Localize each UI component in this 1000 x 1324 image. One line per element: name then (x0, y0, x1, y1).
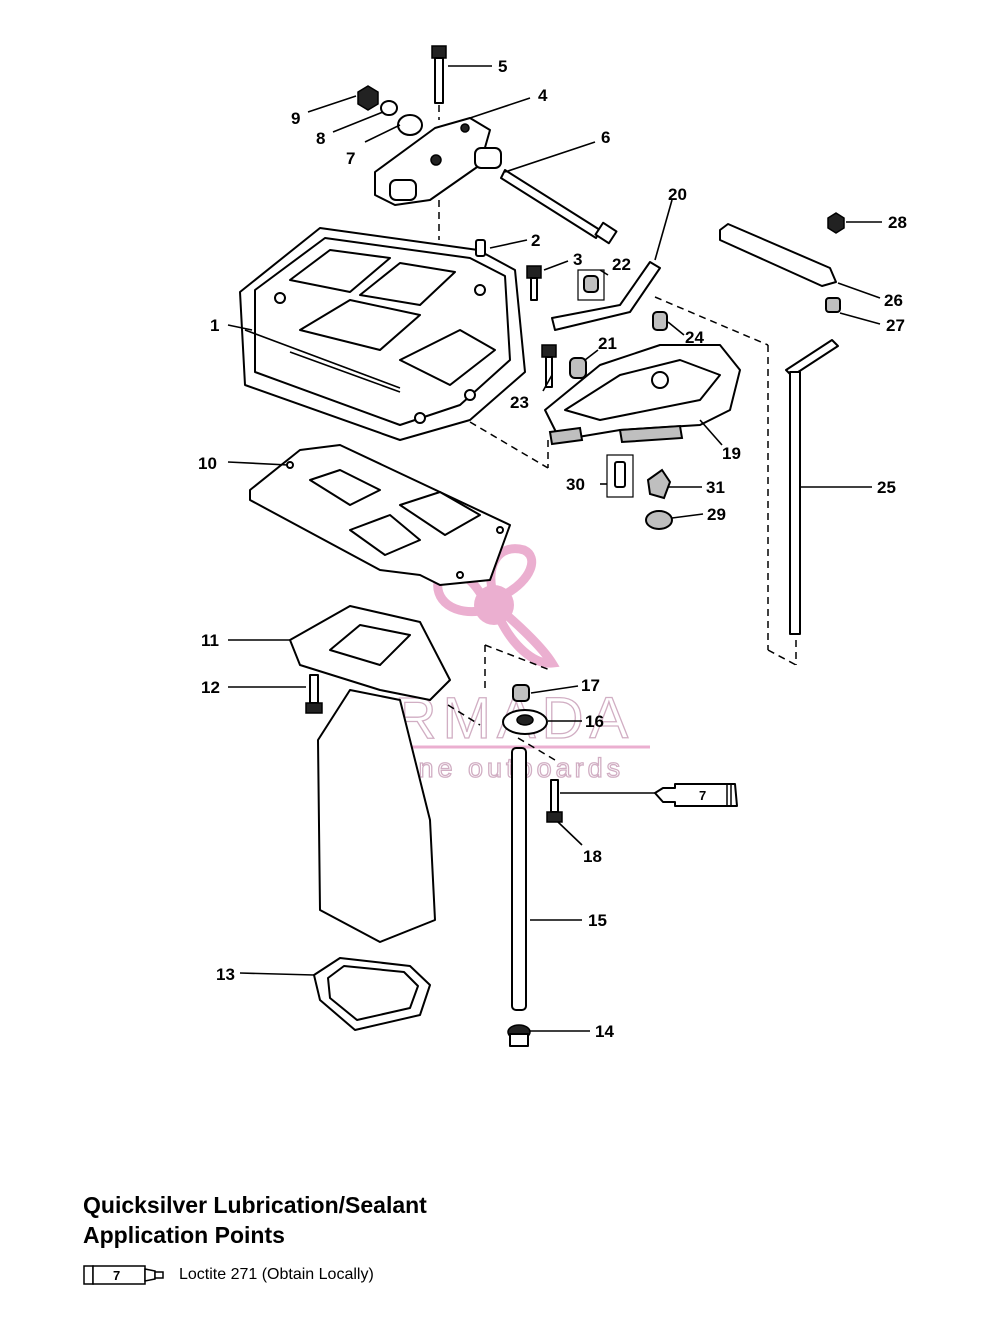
assembly-lines (438, 200, 797, 761)
part-30-screw (606, 454, 634, 498)
part-25-shift-rod (785, 339, 839, 635)
legend-title-line2: Application Points (83, 1222, 285, 1248)
part-1-adapter-plate (239, 227, 526, 441)
part-17-bushing (512, 684, 530, 702)
part-23-screw (541, 344, 557, 388)
callout-6: 6 (601, 128, 610, 147)
callout-30: 30 (566, 475, 585, 494)
part-10-gasket (249, 444, 511, 586)
part-19-shift-bracket (544, 344, 741, 446)
callout-1: 1 (210, 316, 219, 335)
legend-title-line1: Quicksilver Lubrication/Sealant (83, 1192, 427, 1218)
callout-19: 19 (722, 444, 741, 463)
callout-16: 16 (585, 712, 604, 731)
legend-row: 7 Loctite 271 (Obtain Locally) (83, 1262, 374, 1288)
part-14-grommet (507, 1024, 531, 1047)
callout-numbers: 1 2 3 4 5 6 7 8 9 10 11 12 13 14 15 16 1… (198, 57, 907, 1041)
callout-11: 11 (201, 631, 219, 650)
part-15-tube (511, 747, 527, 1011)
callout-8: 8 (316, 129, 325, 148)
part-24-pin (652, 311, 668, 331)
leader-lines (227, 65, 882, 1032)
callout-14: 14 (595, 1022, 614, 1041)
part-28-nut (827, 212, 845, 234)
part-18-screw (546, 779, 563, 823)
callout-31: 31 (706, 478, 725, 497)
callout-26: 26 (884, 291, 903, 310)
legend-text: Loctite 271 (Obtain Locally) (179, 1266, 374, 1283)
legend-tube-number: 7 (113, 1268, 120, 1283)
part-20-guide (551, 261, 661, 331)
part-6-long-bolt (500, 169, 618, 245)
part-11-driveshaft-housing (289, 605, 451, 943)
callout-21: 21 (598, 334, 617, 353)
part-2-dowel (475, 239, 486, 257)
callout-5: 5 (498, 57, 507, 76)
part-16-plate (502, 709, 548, 735)
sealant-tube-icon: 7 (654, 783, 738, 807)
part-26-shift-lever (719, 223, 837, 287)
callout-2: 2 (531, 231, 540, 250)
part-31-clip (646, 468, 672, 500)
callout-22: 22 (612, 255, 631, 274)
callout-7: 7 (346, 149, 355, 168)
callout-28: 28 (888, 213, 907, 232)
callout-23: 23 (510, 393, 529, 412)
part-22-bushing (577, 269, 605, 301)
part-29-washer (645, 510, 673, 530)
part-4-bracket (374, 117, 502, 206)
callout-3: 3 (573, 250, 582, 269)
callout-29: 29 (707, 505, 726, 524)
callout-24: 24 (685, 328, 704, 347)
callout-17: 17 (581, 676, 600, 695)
part-27-bushing (825, 297, 841, 313)
callout-10: 10 (198, 454, 217, 473)
part-3-screw (526, 265, 542, 301)
callout-15: 15 (588, 911, 607, 930)
part-9-nut (357, 85, 379, 111)
callout-27: 27 (886, 316, 905, 335)
part-13-seal (313, 957, 431, 1031)
sealant-tube-icon: 7 (83, 1265, 164, 1285)
part-21-bushing (569, 357, 587, 379)
callout-20: 20 (668, 185, 687, 204)
part-5-bolt (431, 45, 447, 120)
callout-18: 18 (583, 847, 602, 866)
callout-12: 12 (201, 678, 220, 697)
propeller-logo-icon (433, 544, 560, 668)
callout-4: 4 (538, 86, 548, 105)
part-12-screw (305, 674, 323, 714)
part-8-washer (380, 100, 398, 116)
diagram-tube-number: 7 (699, 788, 706, 803)
callout-9: 9 (291, 109, 300, 128)
callout-25: 25 (877, 478, 896, 497)
part-7-washer (397, 114, 423, 136)
callout-13: 13 (216, 965, 235, 984)
